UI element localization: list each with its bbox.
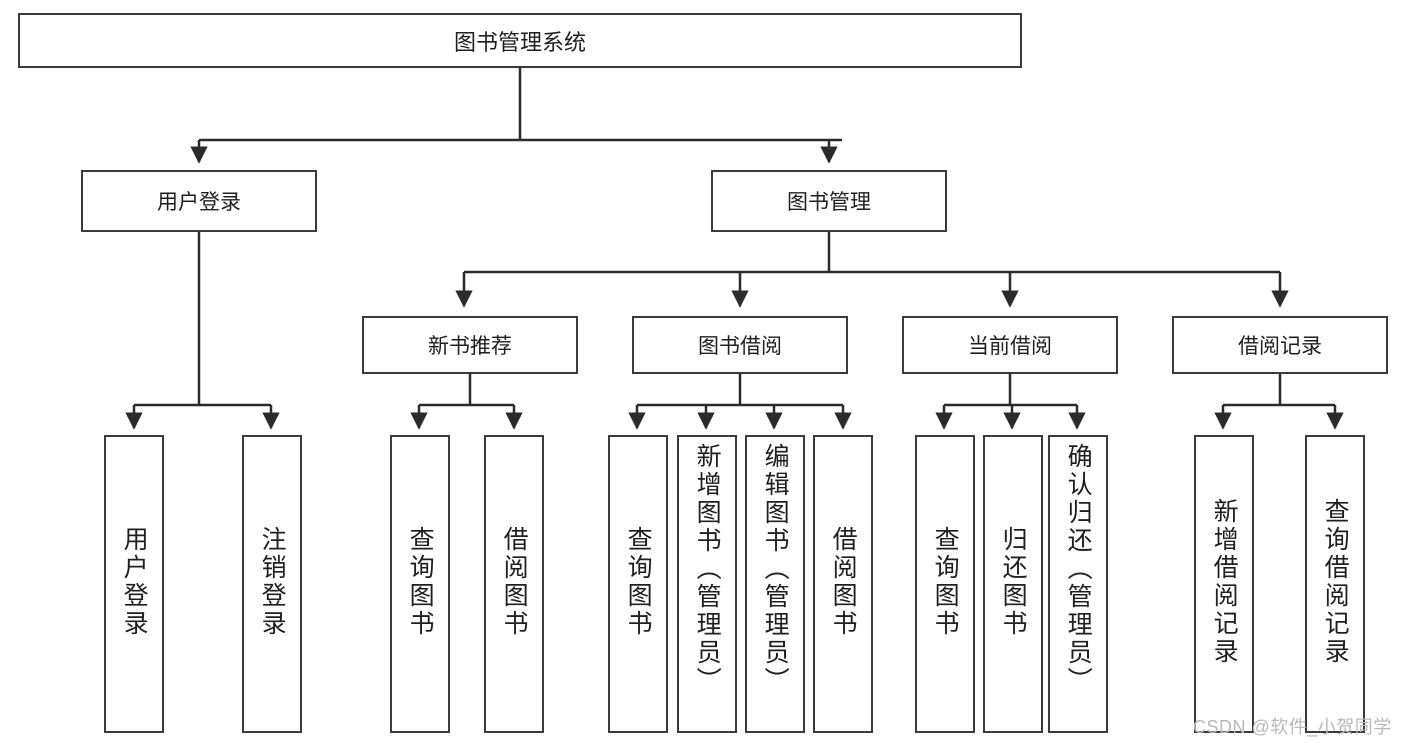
node-root[interactable]: 图书管理系统 <box>18 13 1022 68</box>
leaf-user-login-label: 用户登录 <box>120 526 149 638</box>
leaf-query-borrow-record[interactable]: 查询借阅记录 <box>1305 435 1365 733</box>
node-root-label: 图书管理系统 <box>453 29 586 55</box>
leaf-add-book-admin[interactable]: 新增图书（管理员） <box>677 435 737 733</box>
leaf-query-book-recommend[interactable]: 查询图书 <box>390 435 450 733</box>
leaf-add-book-admin-label: 新增图书（管理员） <box>693 443 722 695</box>
watermark: CSDN @软件_小贺同学 <box>1193 717 1392 737</box>
leaf-query-book-current[interactable]: 查询图书 <box>915 435 975 733</box>
leaf-borrow-book-recommend[interactable]: 借阅图书 <box>484 435 544 733</box>
leaf-edit-book-admin-label: 编辑图书（管理员） <box>761 443 790 695</box>
node-borrow-record[interactable]: 借阅记录 <box>1172 316 1388 374</box>
leaf-edit-book-admin[interactable]: 编辑图书（管理员） <box>745 435 805 733</box>
leaf-borrow-book-label: 借阅图书 <box>829 526 858 638</box>
leaf-confirm-return-admin-label: 确认归还（管理员） <box>1064 443 1093 695</box>
node-book-management[interactable]: 图书管理 <box>711 170 947 232</box>
node-current-borrow-label: 当前借阅 <box>968 335 1052 358</box>
leaf-query-book-current-label: 查询图书 <box>931 526 960 638</box>
leaf-logout-label: 注销登录 <box>258 526 287 638</box>
leaf-return-book[interactable]: 归还图书 <box>983 435 1043 733</box>
node-book-management-label: 图书管理 <box>787 191 871 214</box>
node-user-login-label: 用户登录 <box>157 191 241 214</box>
node-new-book-recommend[interactable]: 新书推荐 <box>362 316 578 374</box>
leaf-query-book-recommend-label: 查询图书 <box>406 526 435 638</box>
leaf-add-borrow-record-label: 新增借阅记录 <box>1210 498 1239 666</box>
leaf-user-login[interactable]: 用户登录 <box>104 435 164 733</box>
node-book-borrow[interactable]: 图书借阅 <box>632 316 848 374</box>
leaf-borrow-book-recommend-label: 借阅图书 <box>500 526 529 638</box>
leaf-confirm-return-admin[interactable]: 确认归还（管理员） <box>1048 435 1108 733</box>
leaf-borrow-book[interactable]: 借阅图书 <box>813 435 873 733</box>
leaf-add-borrow-record[interactable]: 新增借阅记录 <box>1194 435 1254 733</box>
leaf-query-book-borrow[interactable]: 查询图书 <box>608 435 668 733</box>
node-current-borrow[interactable]: 当前借阅 <box>902 316 1118 374</box>
leaf-return-book-label: 归还图书 <box>999 526 1028 638</box>
node-book-borrow-label: 图书借阅 <box>698 335 782 358</box>
leaf-logout[interactable]: 注销登录 <box>242 435 302 733</box>
node-new-book-recommend-label: 新书推荐 <box>428 335 512 358</box>
leaf-query-book-borrow-label: 查询图书 <box>624 526 653 638</box>
node-user-login[interactable]: 用户登录 <box>81 170 317 232</box>
node-borrow-record-label: 借阅记录 <box>1238 335 1322 358</box>
leaf-query-borrow-record-label: 查询借阅记录 <box>1321 498 1350 666</box>
